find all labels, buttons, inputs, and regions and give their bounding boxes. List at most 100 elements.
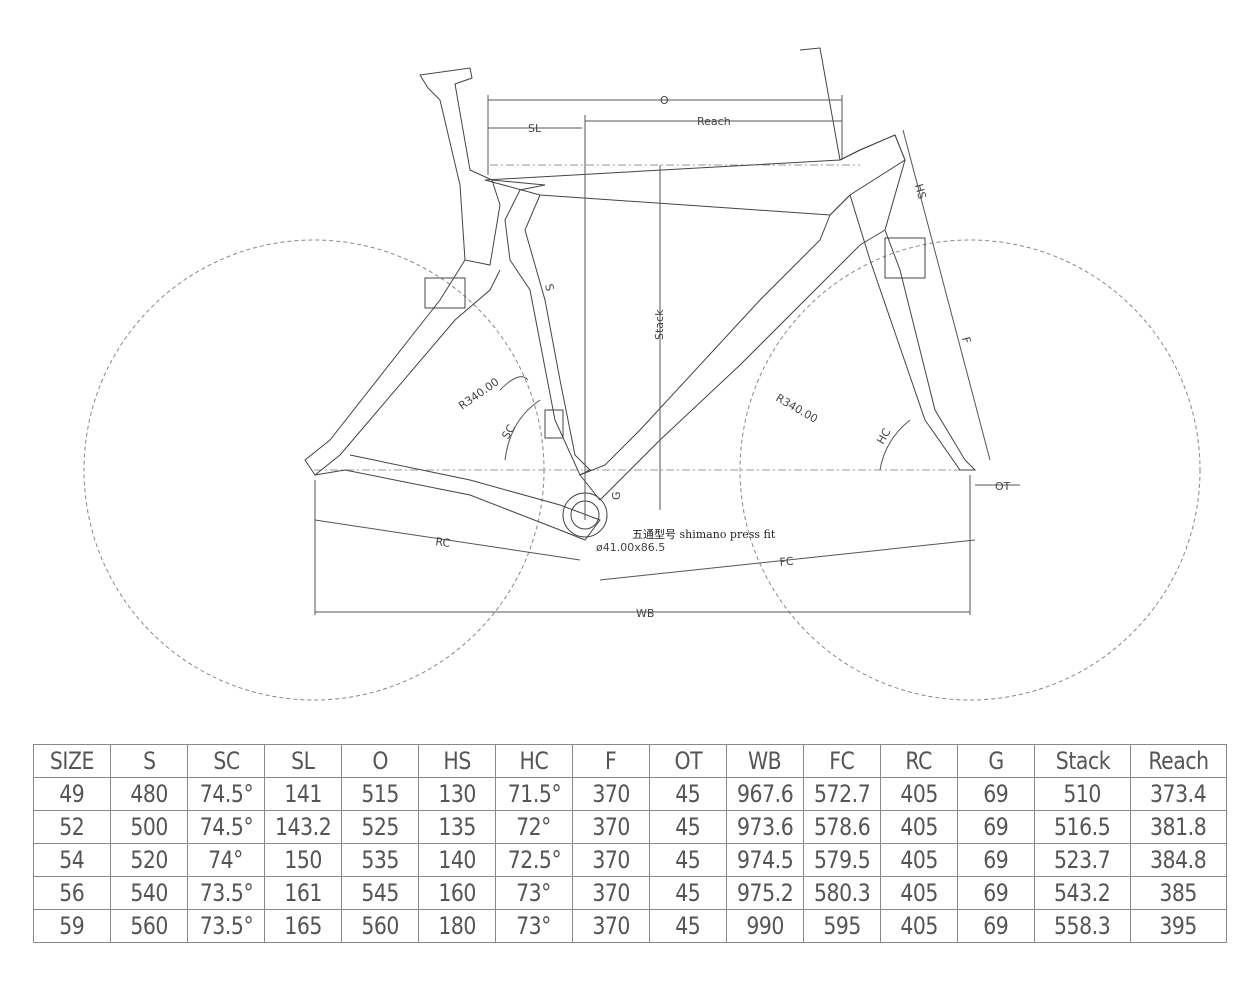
table-cell: 520: [110, 843, 188, 877]
table-header-cell: WB: [726, 744, 804, 778]
front-brake: [884, 237, 926, 279]
table-cell: 370: [572, 843, 650, 877]
table-cell: 45: [649, 777, 727, 811]
table-cell: 579.5: [803, 843, 881, 877]
label-ot: OT: [995, 480, 1011, 493]
table-cell: 515: [341, 777, 419, 811]
bb-size: ø41.00x86.5: [596, 541, 665, 554]
table-header-cell: F: [572, 744, 650, 778]
table-cell: 69: [957, 777, 1035, 811]
table-header-cell: Reach: [1130, 744, 1227, 778]
table-cell: 73°: [495, 876, 573, 910]
table-cell: 73.5°: [187, 876, 265, 910]
table-cell: 973.6: [726, 810, 804, 844]
table-cell: 54: [33, 843, 111, 877]
table-cell: 45: [649, 876, 727, 910]
bb-note: 五通型号 shimano press fit: [632, 527, 776, 541]
table-cell: 161: [264, 876, 342, 910]
table-cell: 130: [418, 777, 496, 811]
label-r-left: R340.00: [456, 375, 501, 412]
label-rc: RC: [435, 535, 452, 550]
label-reach: Reach: [697, 115, 731, 128]
front-wheel: [739, 239, 1201, 701]
table-cell: 500: [110, 810, 188, 844]
label-o: O: [660, 94, 669, 107]
table-cell: 140: [418, 843, 496, 877]
table-cell: 160: [418, 876, 496, 910]
bike-frame-drawing: O SL Reach HS S Stack F R340.00 R340.00 …: [83, 47, 1201, 701]
table-cell: 543.2: [1034, 876, 1131, 910]
table-cell: 56: [33, 876, 111, 910]
table-cell: 572.7: [803, 777, 881, 811]
table-cell: 45: [649, 810, 727, 844]
table-cell: 69: [957, 810, 1035, 844]
table-cell: 370: [572, 909, 650, 943]
table-cell: 516.5: [1034, 810, 1131, 844]
table-cell: 45: [649, 909, 727, 943]
table-cell: 990: [726, 909, 804, 943]
table-cell: 69: [957, 843, 1035, 877]
table-cell: 73°: [495, 909, 573, 943]
table-cell: 141: [264, 777, 342, 811]
fork: [799, 47, 977, 471]
table-cell: 370: [572, 876, 650, 910]
table-cell: 540: [110, 876, 188, 910]
label-hs: HS: [912, 182, 929, 200]
seat-post: [419, 67, 501, 266]
seat-stay: [304, 259, 501, 476]
table-cell: 73.5°: [187, 909, 265, 943]
table-cell: 143.2: [264, 810, 342, 844]
table-cell: 975.2: [726, 876, 804, 910]
table-header-cell: HC: [495, 744, 573, 778]
table-cell: 165: [264, 909, 342, 943]
table-header-cell: OT: [649, 744, 727, 778]
table-cell: 405: [880, 876, 958, 910]
table-cell: 405: [880, 843, 958, 877]
table-cell: 580.3: [803, 876, 881, 910]
table-header-cell: G: [957, 744, 1035, 778]
table-cell: 72.5°: [495, 843, 573, 877]
table-cell: 510: [1034, 777, 1131, 811]
table-cell: 370: [572, 810, 650, 844]
table-cell: 558.3: [1034, 909, 1131, 943]
label-sl: SL: [528, 122, 542, 135]
table-header-cell: S: [110, 744, 188, 778]
label-hc: HC: [874, 426, 893, 447]
table-cell: 974.5: [726, 843, 804, 877]
table-cell: 49: [33, 777, 111, 811]
table-cell: 525: [341, 810, 419, 844]
table-header-cell: SL: [264, 744, 342, 778]
table-cell: 135: [418, 810, 496, 844]
table-cell: 59: [33, 909, 111, 943]
table-cell: 405: [880, 777, 958, 811]
label-s: S: [542, 282, 556, 292]
table-cell: 370: [572, 777, 650, 811]
table-cell: 967.6: [726, 777, 804, 811]
chain-stay: [314, 454, 601, 541]
table-header-cell: O: [341, 744, 419, 778]
table-cell: 535: [341, 843, 419, 877]
table-header-cell: SC: [187, 744, 265, 778]
seat-tube: [491, 179, 591, 476]
table-cell: 71.5°: [495, 777, 573, 811]
table-cell: 381.8: [1130, 810, 1227, 844]
table-cell: 373.4: [1130, 777, 1227, 811]
table-cell: 480: [110, 777, 188, 811]
table-cell: 405: [880, 810, 958, 844]
table-cell: 150: [264, 843, 342, 877]
table-cell: 69: [957, 876, 1035, 910]
rear-brake: [424, 277, 466, 309]
label-g: G: [610, 491, 623, 500]
table-cell: 52: [33, 810, 111, 844]
table-header-cell: RC: [880, 744, 958, 778]
label-stack: Stack: [653, 309, 666, 340]
table-cell: 560: [110, 909, 188, 943]
table-cell: 180: [418, 909, 496, 943]
table-cell: 395: [1130, 909, 1227, 943]
